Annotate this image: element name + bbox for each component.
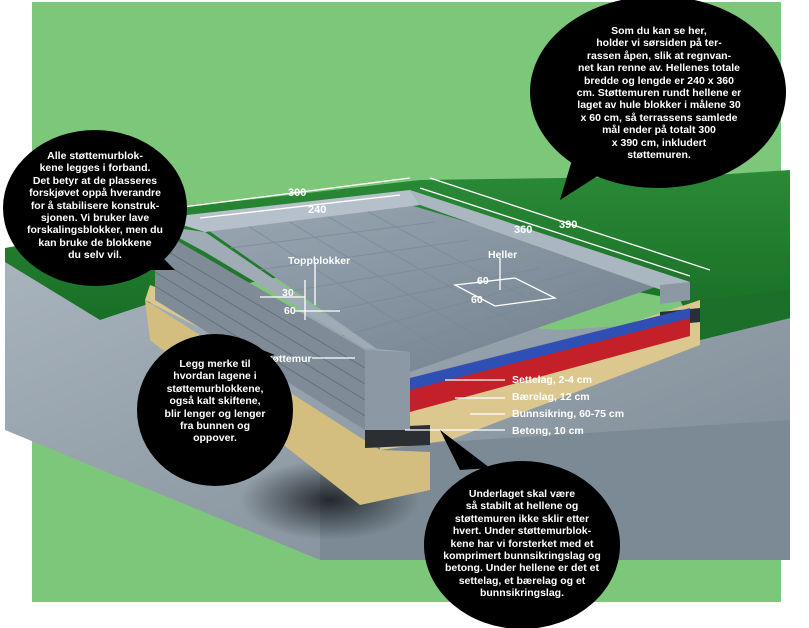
callout-bottom: Underlaget skal være så stabilt at helle… <box>443 488 601 600</box>
bubble-bottom <box>424 430 620 628</box>
wall-right-top <box>410 190 690 300</box>
lawn-edge-right <box>700 290 790 340</box>
label-toppblokker-length: 60 <box>284 305 296 317</box>
dim-width-total: 300 <box>288 187 306 199</box>
dimension-lines <box>159 177 711 431</box>
callout-top-right: Som du kan se her, holder vi sørsiden på… <box>576 25 742 162</box>
wall-left-top <box>155 225 410 372</box>
tile-grid <box>229 209 611 357</box>
settelag-layer <box>410 308 690 390</box>
bubble-left <box>3 130 187 286</box>
label-toppblokker-width: 30 <box>282 287 294 299</box>
lawn-surface <box>5 170 790 340</box>
label-heller-length: 60 <box>471 294 483 306</box>
callout-lower-left: Legg merke til hvordan lagene i støttemu… <box>164 358 266 445</box>
betong-strip <box>365 425 430 448</box>
wall-left-face <box>155 228 410 430</box>
bubble-lower-left <box>137 334 293 486</box>
callout-left: Alle støttemurblok- kene legges i forban… <box>27 150 163 262</box>
dim-width-tiles: 240 <box>308 204 326 216</box>
dim-length-total: 390 <box>559 219 577 231</box>
layer-label-baerelag: Bærelag, 12 cm <box>512 391 590 403</box>
wall-right-end <box>660 282 690 304</box>
layer-label-bunnsikring: Bunnsikring, 60-75 cm <box>512 408 624 420</box>
layer-label-settelag: Settelag, 2-4 cm <box>512 374 592 386</box>
dim-length-tiles: 360 <box>514 224 532 236</box>
label-heller-width: 60 <box>477 275 489 287</box>
bubble-top-right <box>530 0 786 200</box>
baerelag-layer <box>410 318 690 412</box>
label-heller: Heller <box>488 249 517 261</box>
label-toppblokker: Toppblokker <box>288 255 350 267</box>
wall-corner <box>365 350 410 430</box>
layer-label-betong: Betong, 10 cm <box>512 425 584 437</box>
bunnsikring-layer <box>145 285 700 450</box>
